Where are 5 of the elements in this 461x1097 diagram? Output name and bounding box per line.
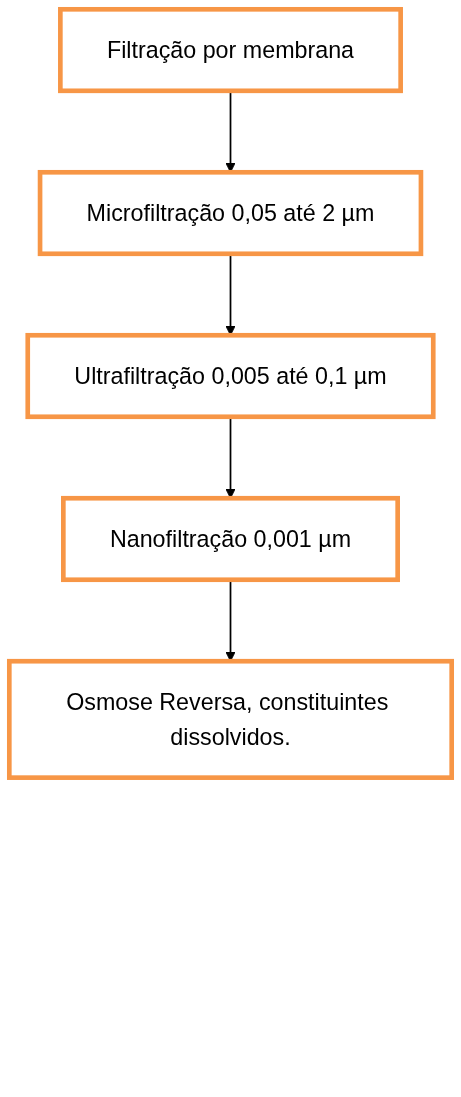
node-box: Nanofiltração 0,001 µm — [61, 495, 400, 583]
node-box: Filtração por membrana — [58, 7, 403, 94]
node-box: Osmose Reversa, constituintes dissolvidos. — [7, 658, 454, 780]
node-box: Microfiltração 0,05 até 2 µm — [37, 169, 424, 257]
node-box: Ultrafiltração 0,005 até 0,1 µm — [25, 332, 436, 420]
